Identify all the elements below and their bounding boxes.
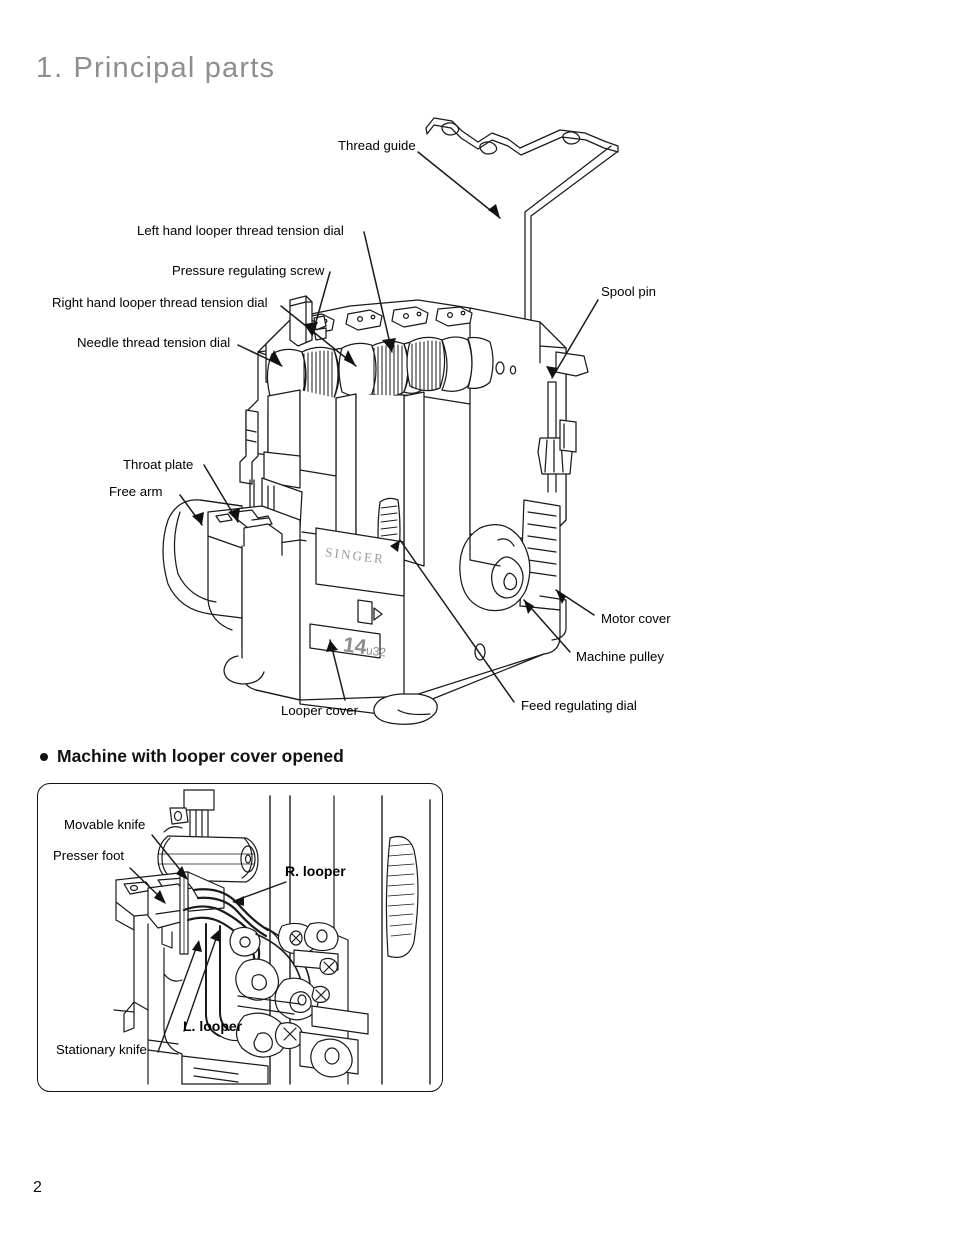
callout-looper-cover: Looper cover [281,703,358,718]
model-number-suffix: u32 [365,643,387,660]
callout-presser-foot: Presser foot [53,848,125,863]
callout-movable-knife: Movable knife [64,817,146,832]
callout-throat-plate: Throat plate [123,457,194,472]
page-title: 1. Principal parts [36,52,275,85]
callout-pressure-regulating-screw: Pressure regulating screw [172,263,325,278]
machine-head [239,409,303,529]
callout-thread-guide: Thread guide [338,138,416,153]
section-heading: Machine with looper cover opened [40,746,344,767]
callout-left-hand-looper-thread-tension-dial: Left hand looper thread tension dial [137,223,344,238]
page-title-text: Principal parts [73,52,276,84]
callout-motor-cover: Motor cover [601,611,671,626]
free-arm-and-bed [162,499,301,701]
looper-callout-arrowheads [154,866,244,952]
machine-base [223,533,567,725]
callout-free-arm: Free arm [109,484,163,499]
callout-stationary-knife: Stationary knife [56,1042,147,1057]
callout-needle-thread-tension-dial: Needle thread tension dial [77,335,231,350]
model-number-main: 14 [341,633,368,660]
motor-cover-part [411,347,567,701]
section-heading-text: Machine with looper cover opened [57,746,344,766]
tension-dials [266,336,494,404]
callout-feed-regulating-dial: Feed regulating dial [521,698,637,713]
callout-machine-pulley: Machine pulley [576,649,664,664]
callout-r-looper: R. looper [285,863,346,879]
callout-l-looper: L. looper [183,1018,243,1034]
callout-spool-pin: Spool pin [601,284,656,299]
machine-illustration [162,117,619,725]
bullet-icon [40,752,48,761]
page-number: 2 [33,1179,42,1196]
spool-pin-part [537,381,573,493]
machine-upper-body [245,295,567,541]
thread-guide-part [425,117,619,353]
machine-pulley-part [459,524,531,612]
callout-right-hand-looper-thread-tension-dial: Right hand looper thread tension dial [52,295,268,310]
machine-front-columns [267,389,425,567]
housing-details [474,351,589,661]
page-title-index: 1. [36,52,65,84]
model-number: 14u32 [342,633,388,662]
singer-brand-mark: SINGER [324,544,386,567]
